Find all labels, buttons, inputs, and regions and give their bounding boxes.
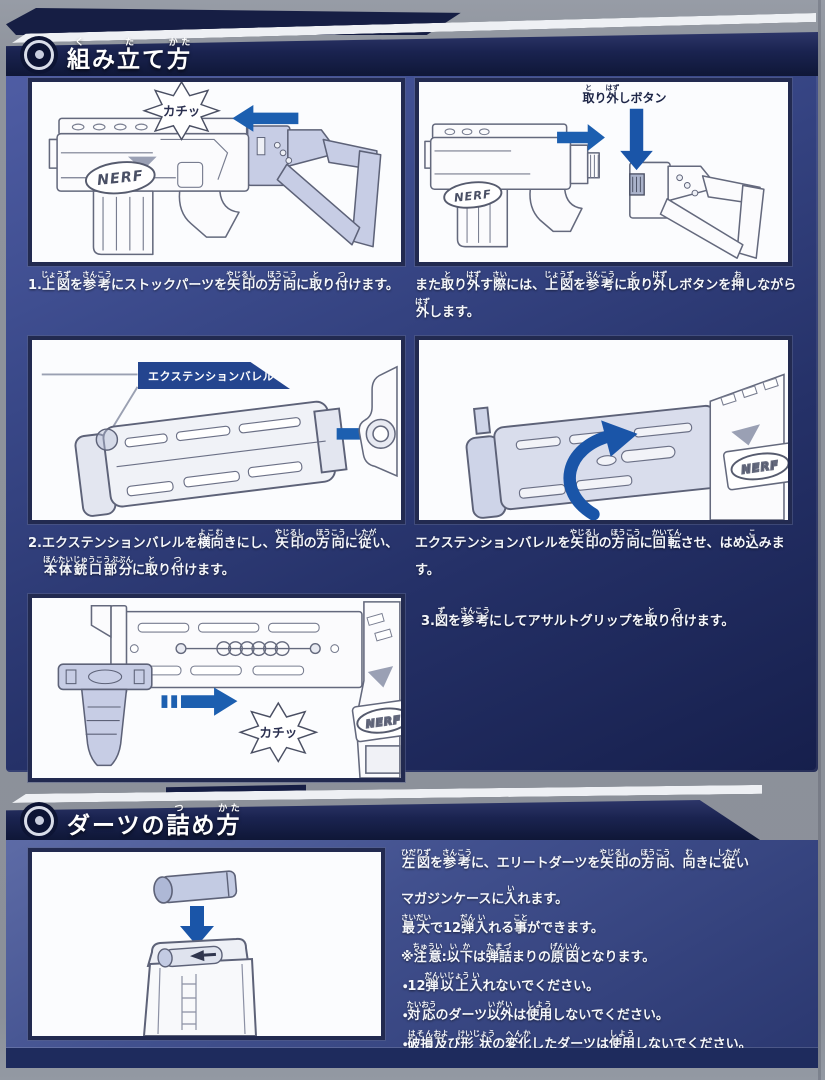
assault-grip — [57, 663, 153, 767]
blaster-front-fragment: NERF — [351, 601, 401, 778]
darts-line-1: 左図ひだりずを参考さんこうに、エリートダーツを矢印やじるしの方向ほうこう、向むき… — [401, 848, 749, 871]
panel-row-1: NERF カチッ — [28, 78, 802, 266]
darts-instructions: 左図ひだりずを参考さんこうに、エリートダーツを矢印やじるしの方向ほうこう、向むき… — [385, 848, 808, 1058]
caption-step3: 3.図ずを参考さんこうにしてアサルトグリップを取とり付つけます。 — [421, 606, 735, 629]
extension-barrel-label-flag: エクステンションバレル — [138, 362, 290, 389]
darts-bullet-3: ・破損はそん及および形状けいじょうの変化へんかしたダーツは使用しようしないでくだ… — [403, 1028, 752, 1052]
left-arrow-icon — [232, 104, 299, 132]
barrel-rotate-illustration-panel: NERF — [415, 336, 792, 524]
assembly-header: 組くみ立たて方かた — [6, 8, 818, 76]
panel-row-3: NERF — [28, 594, 802, 782]
caption-remove: また取とり外はずす際さいには、上図じょうずを参考さんこうに取とり外はずしボタンを… — [415, 270, 797, 320]
caption-step2: 2.エクステンションバレルを横向よこむきにし、矢印やじるしの方向ほうこうに従した… — [28, 528, 399, 578]
darts-note: ※注意ちゅうい:以下いかは弾詰たまづまりの原因げんいんとなります。 — [401, 941, 656, 965]
click-burst: カチッ — [238, 701, 319, 763]
bullseye-icon — [24, 39, 54, 70]
assault-grip-drawing: NERF — [57, 601, 401, 778]
darts-header: ダーツの詰つめ方かた — [6, 782, 818, 840]
darts-bullet-2: ・対応たいおうのダーツ以外いがいは使用しようしないでください。 — [403, 999, 669, 1023]
blaster-body-fragment: NERF — [709, 373, 788, 520]
blaster-with-stock-drawing: NERF カチッ — [48, 82, 382, 256]
panel-row-2: エクステンションバレル — [28, 336, 802, 524]
caption-row-2: 2.エクステンションバレルを横向よこむきにし、矢印やじるしの方向ほうこうに従した… — [28, 524, 802, 594]
darts-bullet-1: ・12弾だん以上いじょう入いれないでください。 — [403, 970, 600, 994]
blaster-body — [48, 117, 250, 256]
extension-barrel-attached — [465, 404, 723, 519]
right-arrow-icon — [161, 687, 238, 716]
blaster-muzzle-fragment — [358, 365, 398, 478]
down-arrow-icon — [620, 108, 653, 171]
header-decor-stripe — [12, 785, 762, 803]
stock-part — [246, 125, 382, 248]
nerf-logo: NERF — [443, 181, 503, 209]
extension-barrel-drawing — [41, 365, 398, 517]
magazine-loading-drawing — [142, 870, 258, 1036]
extension-barrel — [74, 400, 348, 517]
right-arrow-icon — [557, 124, 605, 151]
rotate-arrow-icon — [563, 429, 617, 520]
darts-line-2: マガジンケースに入いれます。 — [401, 883, 569, 907]
nerf-logo: NERF — [722, 442, 788, 491]
darts-section: ダーツの詰つめ方かた — [6, 782, 818, 1068]
section-bottom-bar — [6, 1048, 818, 1068]
bullseye-icon — [24, 805, 54, 836]
caption-row-1: 1.上図じょうずを参考さんこうにストックパーツを矢印やじるしの方向ほうこうに取と… — [28, 266, 802, 336]
darts-body: 左図ひだりずを参考さんこうに、エリートダーツを矢印やじるしの方向ほうこう、向むき… — [6, 840, 818, 1068]
section-title: ダーツの詰つめ方かた — [67, 803, 242, 839]
down-arrow-icon — [180, 906, 214, 946]
barrel-detail-circle — [95, 428, 119, 451]
section-title: 組くみ立たて方かた — [67, 37, 192, 73]
svg-text:カチッ: カチッ — [163, 104, 200, 119]
svg-text:NERF: NERF — [96, 168, 144, 189]
elite-dart — [153, 870, 238, 904]
grip-attach-illustration-panel: NERF — [28, 594, 405, 782]
barrel-rotation-drawing: NERF — [465, 373, 788, 520]
dart-in-magazine — [157, 945, 223, 968]
svg-text:NERF: NERF — [453, 187, 492, 205]
blaster-stock-detached-drawing: NERF — [424, 108, 765, 259]
barrel-insert-illustration-panel: エクステンションバレル — [28, 336, 405, 524]
darts-line-3: 最大さいだいで12弾だん入いれる事ことができます。 — [401, 912, 604, 936]
assembly-section: 組くみ立たて方かた — [6, 8, 818, 782]
assembly-body: NERF カチッ — [6, 74, 818, 782]
svg-text:カチッ: カチッ — [259, 725, 297, 740]
stock-attach-illustration-panel: NERF カチッ — [28, 78, 405, 266]
magazine-illustration-panel — [28, 848, 385, 1040]
nerf-logo: NERF — [85, 161, 156, 195]
click-burst: カチッ — [142, 82, 222, 141]
svg-text:NERF: NERF — [365, 713, 401, 731]
caption-step1: 1.上図じょうずを参考さんこうにストックパーツを矢印やじるしの方向ほうこうに取と… — [28, 270, 399, 293]
stock-part — [629, 161, 765, 259]
svg-text:NERF: NERF — [740, 458, 780, 477]
caption-rotate: エクステンションバレルを矢印やじるしの方向ほうこうに回転かいてんさせ、はめ込こみ… — [415, 528, 785, 578]
stock-detach-illustration-panel: NERF — [415, 78, 792, 266]
release-button-label: 取とり外はずしボタン — [582, 84, 667, 105]
spring-detail — [175, 641, 321, 657]
nerf-logo: NERF — [351, 698, 401, 743]
